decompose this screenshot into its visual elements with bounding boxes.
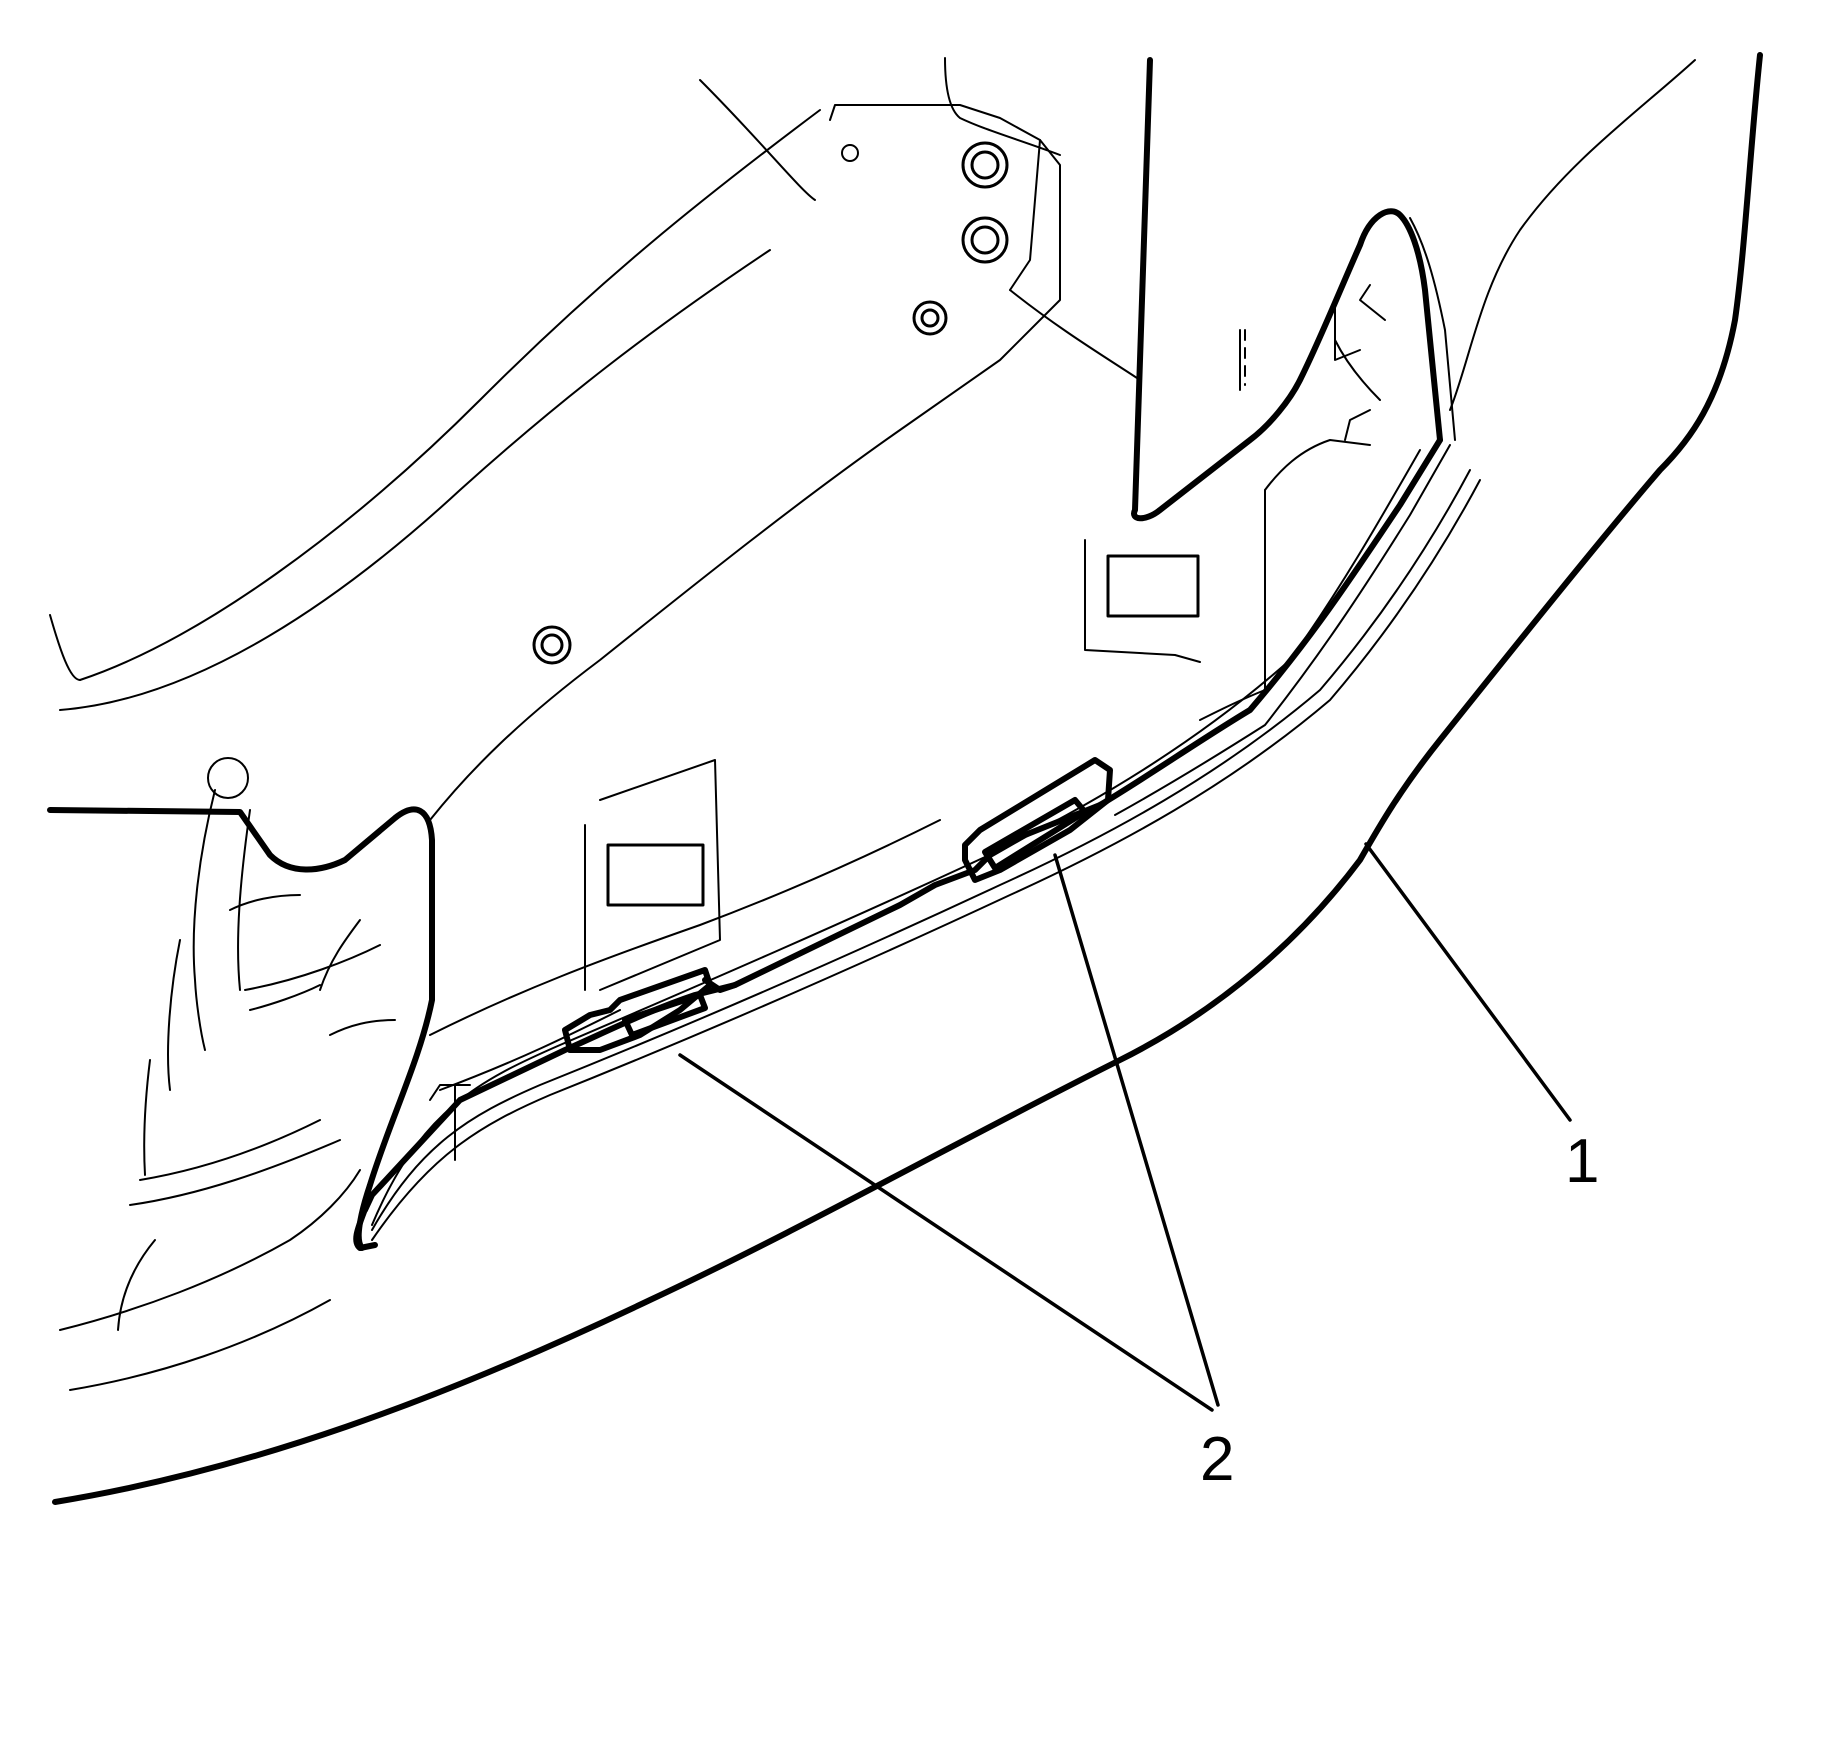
retainer-clip-right-housing bbox=[962, 757, 1113, 883]
callout-2-label: 2 bbox=[1200, 1425, 1234, 1494]
panel-opening-lower bbox=[606, 843, 705, 907]
callout-1-label: 1 bbox=[1565, 1127, 1599, 1196]
callout-leaders bbox=[678, 842, 1572, 1412]
panel-opening-upper bbox=[1106, 554, 1200, 618]
callout-2-leader-right bbox=[1053, 853, 1220, 1407]
retainer-clips bbox=[562, 757, 1113, 1053]
fascia-outline bbox=[47, 57, 1481, 1251]
bracket-hole bbox=[961, 141, 1009, 189]
support-rail bbox=[429, 104, 1061, 821]
callout-2-leader-left bbox=[678, 1053, 1214, 1412]
retainer-clip-right-slot bbox=[982, 797, 1088, 871]
bumper-outer-edge bbox=[52, 52, 1763, 1505]
bumper-upper-contour bbox=[1449, 59, 1696, 411]
inner-panel-arc-upper bbox=[79, 109, 821, 681]
bumper-fascia bbox=[52, 52, 1763, 1505]
retainer-clip-left-housing bbox=[562, 967, 713, 1053]
retainer-clip-left-slot bbox=[622, 992, 708, 1038]
wheelhouse-arc bbox=[699, 79, 816, 201]
callout-1-leader bbox=[1364, 842, 1572, 1122]
fender-edge bbox=[1131, 57, 1443, 522]
vehicle-body-structure bbox=[49, 57, 1386, 1391]
